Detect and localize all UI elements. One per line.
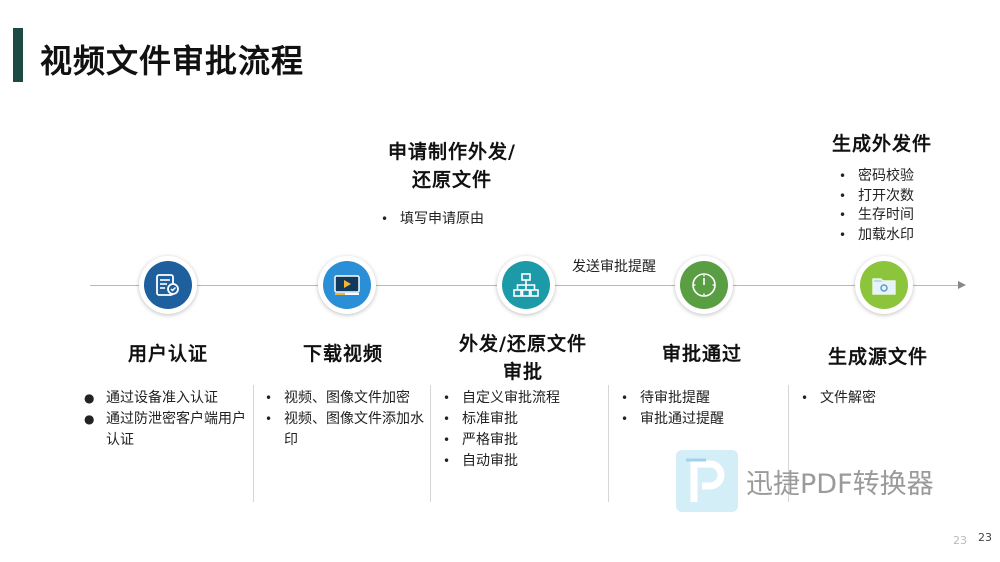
list-item: 严格审批 bbox=[440, 430, 605, 451]
list-item: 视频、图像文件加密 bbox=[262, 388, 424, 409]
list-item: 生存时间 bbox=[836, 206, 914, 226]
list-item: 填写申请原由 bbox=[378, 209, 484, 230]
page-number: 23 bbox=[978, 531, 992, 544]
page-number-ghost: 23 bbox=[953, 534, 967, 547]
top-stage-title-line2: 还原文件 bbox=[411, 169, 492, 191]
top-stage-title: 申请制作外发/ 还原文件 bbox=[372, 138, 532, 194]
stage-list-generate-source: 文件解密 bbox=[798, 388, 963, 409]
list-item: 自动审批 bbox=[440, 451, 605, 472]
stage-list-user-auth: 通过设备准入认证 通过防泄密客户端用户认证 bbox=[84, 388, 252, 451]
top-stage-title-line1: 申请制作外发/ bbox=[388, 141, 516, 163]
video-player-icon bbox=[334, 275, 360, 295]
stage-title-generate-source: 生成源文件 bbox=[827, 346, 928, 368]
node-outbound-approval bbox=[497, 256, 555, 314]
node-download-video bbox=[318, 256, 376, 314]
org-chart-icon bbox=[513, 273, 539, 297]
list-item: 审批通过提醒 bbox=[618, 409, 783, 430]
list-item: 通过设备准入认证 bbox=[84, 388, 252, 409]
send-note: 发送审批提醒 bbox=[572, 259, 656, 275]
list-item: 自定义审批流程 bbox=[440, 388, 605, 409]
stage-title-download-video: 下载视频 bbox=[302, 343, 383, 365]
stage-title-line2: 审批 bbox=[502, 361, 543, 383]
list-item: 打开次数 bbox=[836, 187, 914, 207]
stage-title-approval-pass: 审批通过 bbox=[661, 343, 742, 365]
watermark-text: 迅捷PDF转换器 bbox=[746, 468, 934, 500]
column-divider bbox=[253, 385, 254, 502]
stage-title-user-auth: 用户认证 bbox=[127, 343, 208, 365]
list-item: 标准审批 bbox=[440, 409, 605, 430]
top-stage-list: 填写申请原由 bbox=[378, 209, 484, 230]
pdf-logo-icon bbox=[676, 450, 738, 512]
top-right-list: 密码校验 打开次数 生存时间 加载水印 bbox=[836, 167, 914, 245]
stage-title-outbound-approval: 外发/还原文件 审批 bbox=[438, 330, 608, 386]
node-user-auth bbox=[139, 256, 197, 314]
node-approval-pass bbox=[675, 256, 733, 314]
certificate-search-icon bbox=[156, 274, 179, 296]
list-item: 文件解密 bbox=[798, 388, 963, 409]
title-accent-bar bbox=[13, 28, 23, 82]
top-right-title: 生成外发件 bbox=[831, 133, 932, 155]
column-divider bbox=[608, 385, 609, 502]
stage-list-approval-pass: 待审批提醒 审批通过提醒 bbox=[618, 388, 783, 430]
column-divider bbox=[788, 385, 789, 502]
stage-title-line1: 外发/还原文件 bbox=[459, 333, 587, 355]
folder-icon bbox=[872, 278, 896, 295]
page-title: 视频文件审批流程 bbox=[40, 42, 305, 80]
column-divider bbox=[430, 385, 431, 502]
watermark: 迅捷PDF转换器 bbox=[676, 450, 934, 512]
list-item: 通过防泄密客户端用户认证 bbox=[84, 409, 252, 451]
timer-icon bbox=[692, 273, 716, 297]
stage-list-outbound-approval: 自定义审批流程 标准审批 严格审批 自动审批 bbox=[440, 388, 605, 472]
list-item: 待审批提醒 bbox=[618, 388, 783, 409]
stage-list-download-video: 视频、图像文件加密 视频、图像文件添加水印 bbox=[262, 388, 424, 451]
timeline-arrow bbox=[958, 281, 966, 289]
list-item: 加载水印 bbox=[836, 226, 914, 246]
node-generate-source bbox=[855, 256, 913, 314]
list-item: 密码校验 bbox=[836, 167, 914, 187]
list-item: 视频、图像文件添加水印 bbox=[262, 409, 424, 451]
